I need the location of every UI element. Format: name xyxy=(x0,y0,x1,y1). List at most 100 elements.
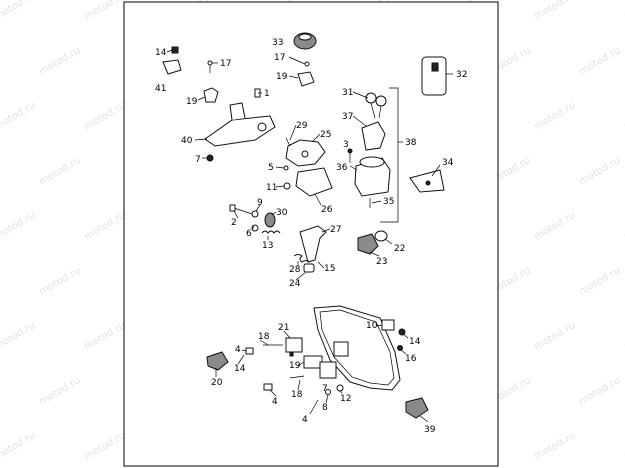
label-part-7-lower: 7 xyxy=(322,384,328,394)
part-3-screw xyxy=(347,148,353,154)
part-12-washer xyxy=(336,384,344,392)
part-14-screw xyxy=(171,46,179,54)
label-part-32: 32 xyxy=(456,70,467,80)
label-part-13: 13 xyxy=(262,241,273,251)
part-23-switch xyxy=(357,233,379,255)
watermark-text: motod.ru xyxy=(577,45,622,77)
part-14-nut-right xyxy=(398,328,406,336)
watermark-text: motod.ru xyxy=(532,320,577,352)
label-part-19-left: 19 xyxy=(186,97,198,107)
label-part-31: 31 xyxy=(342,88,353,98)
label-part-6: 6 xyxy=(246,229,252,239)
part-31-key-head-2 xyxy=(375,95,387,107)
part-19-clip-left xyxy=(203,87,219,103)
watermark-text: motod.ru xyxy=(37,265,82,297)
part-8-washer xyxy=(325,389,331,395)
label-part-18-upper: 18 xyxy=(258,332,270,342)
part-10-bracket xyxy=(381,319,395,331)
part-21-relay-pin xyxy=(289,351,294,357)
label-part-37: 37 xyxy=(342,112,353,122)
watermark-text: motod.ru xyxy=(0,0,38,23)
label-part-3: 3 xyxy=(343,140,349,150)
part-40-hole xyxy=(257,122,267,132)
label-part-4-lower: 4 xyxy=(302,415,308,425)
watermark-text: motod.ru xyxy=(577,265,622,297)
part-7-nut xyxy=(206,154,214,162)
label-part-8: 8 xyxy=(322,403,328,413)
label-part-16: 16 xyxy=(405,354,417,364)
label-part-41: 41 xyxy=(155,84,166,94)
label-part-27: 27 xyxy=(330,225,341,235)
watermark-text: motod.ru xyxy=(0,210,38,242)
label-part-26: 26 xyxy=(321,205,333,215)
part-37-lock xyxy=(361,121,386,151)
part-relay-box-lower-2 xyxy=(319,361,337,379)
watermark-text: motod.ru xyxy=(0,430,38,462)
part-34-plate-hole xyxy=(425,180,431,186)
label-part-36: 36 xyxy=(336,163,348,173)
label-part-2: 2 xyxy=(231,218,237,228)
watermark-text: motod.ru xyxy=(37,155,82,187)
label-part-11: 11 xyxy=(266,183,277,193)
watermark-text: motod.ru xyxy=(577,155,622,187)
label-part-21: 21 xyxy=(278,323,289,333)
part-labels: 14 17 41 19 1 40 7 33 17 19 32 31 37 38 … xyxy=(155,38,467,435)
label-part-25: 25 xyxy=(320,130,331,140)
label-part-4-middle: 4 xyxy=(272,397,278,407)
watermark-text: motod.ru xyxy=(532,210,577,242)
watermark-text: motod.ru xyxy=(532,430,577,462)
part-24-cap xyxy=(303,263,315,273)
part-33-bushing-top xyxy=(298,33,312,41)
part-36-switch-top xyxy=(359,156,385,168)
part-32-cover xyxy=(421,56,447,96)
watermark-text: motod.ru xyxy=(622,0,625,23)
part-38-group-bracket xyxy=(380,87,399,223)
label-part-30: 30 xyxy=(276,208,288,218)
part-26-bracket xyxy=(295,167,333,197)
part-relay-box-lower xyxy=(333,341,349,357)
watermark-text: motod.ru xyxy=(82,100,127,132)
label-part-29: 29 xyxy=(296,121,308,131)
part-38-cable-inner xyxy=(319,309,395,386)
watermark-text: motod.ru xyxy=(82,320,127,352)
label-part-34: 34 xyxy=(442,158,454,168)
label-part-4-upper: 4 xyxy=(235,345,241,355)
part-27-shaft xyxy=(299,225,327,263)
part-9-washer xyxy=(251,210,259,218)
label-part-17-left: 17 xyxy=(220,59,231,69)
watermark-text: motod.ru xyxy=(82,0,127,23)
label-part-24: 24 xyxy=(289,279,301,289)
label-part-9: 9 xyxy=(257,198,263,208)
watermark-text: motod.ru xyxy=(82,210,127,242)
label-part-18-lower: 18 xyxy=(291,390,303,400)
part-17-screw-left xyxy=(207,60,213,66)
label-part-38: 38 xyxy=(405,138,417,148)
part-19-clip-lower xyxy=(303,355,323,369)
part-4-bolt-head-lower xyxy=(263,383,273,391)
part-22-washer xyxy=(374,230,388,242)
label-part-23: 23 xyxy=(376,257,387,267)
part-25-hole xyxy=(301,150,309,158)
watermark-text: motod.ru xyxy=(0,100,38,132)
watermark-text: motod.ru xyxy=(37,375,82,407)
part-17-screw-right xyxy=(304,61,310,67)
part-20-sensor xyxy=(206,351,229,371)
label-part-19-right: 19 xyxy=(276,72,288,82)
part-21-relay xyxy=(285,337,303,353)
label-part-28: 28 xyxy=(289,265,301,275)
label-part-14-lower: 14 xyxy=(234,364,246,374)
label-part-10: 10 xyxy=(366,321,378,331)
leader-lines xyxy=(166,49,453,423)
label-part-1: 1 xyxy=(264,89,270,99)
part-5-bolt xyxy=(283,165,289,171)
part-28-spring xyxy=(293,254,311,263)
watermark-text: motod.ru xyxy=(577,375,622,407)
part-16-washer xyxy=(397,345,403,351)
part-2-bolt-head xyxy=(229,204,236,212)
part-40-bracket-arm xyxy=(229,102,246,121)
watermark-text: motod.ru xyxy=(532,100,577,132)
label-part-19-lower: 19 xyxy=(289,361,301,371)
label-part-35: 35 xyxy=(383,197,394,207)
label-part-39: 39 xyxy=(424,425,436,435)
